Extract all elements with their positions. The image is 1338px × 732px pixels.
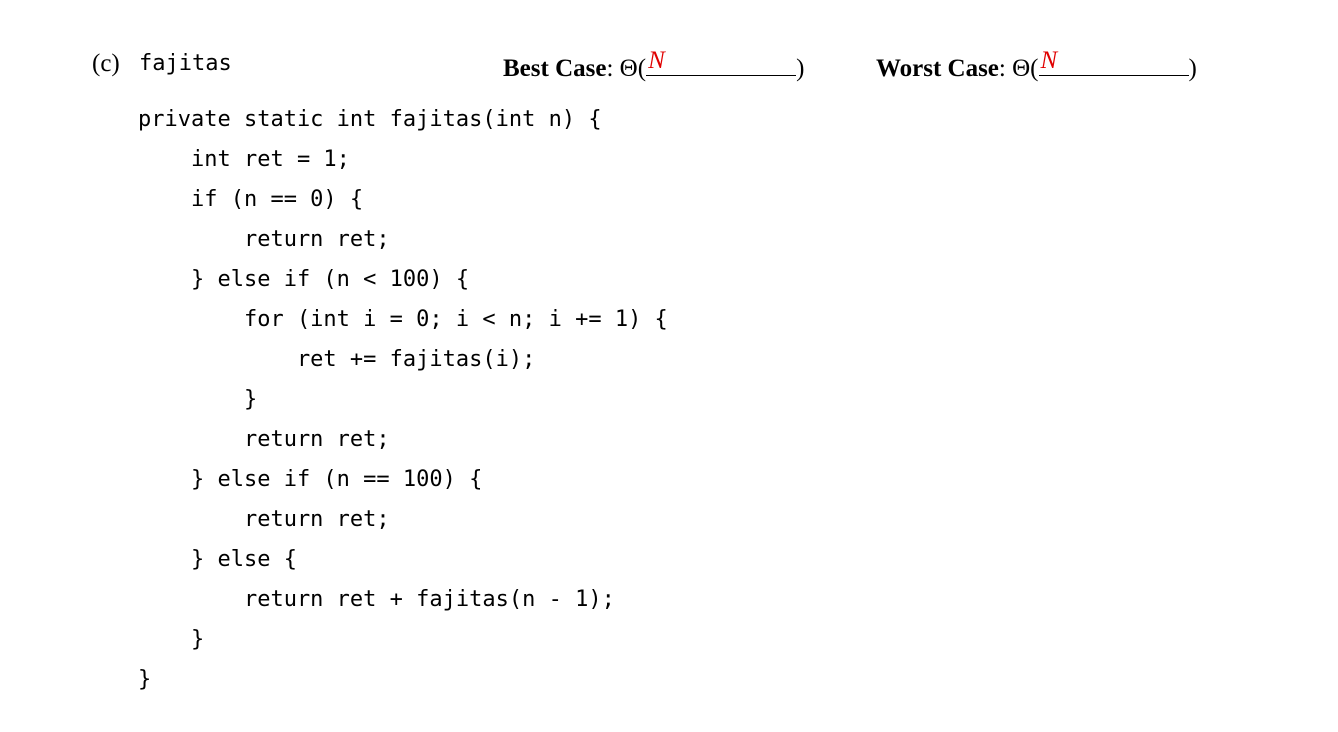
code-line: ret += fajitas(i); bbox=[138, 347, 536, 372]
best-case: Best Case: Θ(N) bbox=[503, 47, 805, 83]
code-line: } bbox=[138, 387, 258, 412]
code-line: for (int i = 0; i < n; i += 1) { bbox=[138, 307, 668, 332]
code-line: int ret = 1; bbox=[138, 147, 350, 172]
code-line: } else { bbox=[138, 547, 297, 572]
best-case-label: Best Case bbox=[503, 55, 607, 82]
worst-case-answer-blank[interactable]: N bbox=[1038, 47, 1189, 76]
part-label: (c) bbox=[92, 50, 120, 77]
best-case-answer: N bbox=[648, 47, 665, 74]
code-line: } else if (n == 100) { bbox=[138, 467, 483, 492]
code-line: private static int fajitas(int n) { bbox=[138, 107, 602, 132]
worst-case-theta-open: Θ( bbox=[1012, 55, 1039, 82]
best-case-answer-blank[interactable]: N bbox=[646, 47, 797, 76]
code-line: } else if (n < 100) { bbox=[138, 267, 470, 292]
worst-case-answer: N bbox=[1040, 47, 1058, 74]
best-case-theta-open: Θ( bbox=[619, 55, 647, 82]
worst-case: Worst Case: Θ(N) bbox=[876, 47, 1197, 83]
code-line: return ret; bbox=[138, 427, 390, 452]
code-line: } bbox=[138, 627, 205, 652]
code-line: return ret + fajitas(n - 1); bbox=[138, 587, 615, 612]
worst-case-theta-close: ) bbox=[1188, 55, 1197, 82]
worst-case-label: Worst Case bbox=[876, 55, 999, 82]
function-name: fajitas bbox=[139, 51, 232, 76]
best-case-theta-close: ) bbox=[796, 55, 805, 82]
question-header: (c) fajitas Best Case: Θ(N) Worst Case: … bbox=[0, 0, 1338, 100]
code-block: private static int fajitas(int n) { int … bbox=[138, 100, 668, 700]
best-case-separator: : bbox=[606, 55, 614, 82]
worst-case-separator: : bbox=[998, 55, 1006, 82]
code-line: } bbox=[138, 667, 152, 692]
code-line: if (n == 0) { bbox=[138, 187, 364, 212]
code-line: return ret; bbox=[138, 227, 390, 252]
code-line: return ret; bbox=[138, 507, 390, 532]
